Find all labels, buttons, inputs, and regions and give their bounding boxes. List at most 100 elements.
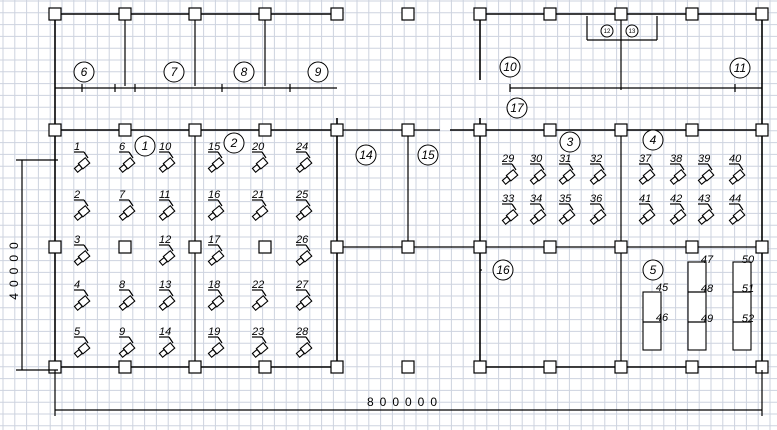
room-circle xyxy=(233,61,255,83)
structural-columns xyxy=(48,7,769,374)
seat-leader xyxy=(679,203,685,211)
column xyxy=(755,123,769,137)
room-label-3: 3 xyxy=(559,131,581,153)
room-circle xyxy=(506,97,528,119)
seat-back xyxy=(251,163,262,174)
seat: 22 xyxy=(251,279,269,312)
seat-number: 7 xyxy=(119,189,126,201)
seat-leader xyxy=(168,289,174,297)
seat-back xyxy=(638,175,649,186)
room-label-11: 11 xyxy=(729,57,751,79)
seat-back xyxy=(501,175,512,186)
seat-number: 2 xyxy=(73,189,80,201)
column xyxy=(401,240,415,254)
column xyxy=(48,123,62,137)
bench-seat-number: 47 xyxy=(701,254,714,266)
column xyxy=(543,123,557,137)
seat-leader xyxy=(679,163,685,171)
room-circle xyxy=(625,24,639,38)
room-circle xyxy=(163,61,185,83)
seat-number: 27 xyxy=(295,279,309,291)
room-circle xyxy=(417,144,439,166)
room-number: 4 xyxy=(650,133,657,147)
room-number: 11 xyxy=(734,61,746,75)
seat-number: 5 xyxy=(74,326,81,338)
height-dimension-label: 40000 xyxy=(7,236,21,299)
bench-47-49 xyxy=(687,261,707,351)
seat-back xyxy=(73,211,84,222)
seat-leader xyxy=(128,199,134,207)
seat-back xyxy=(73,348,84,359)
seat-leader xyxy=(83,289,89,297)
column xyxy=(48,7,62,21)
seat-back xyxy=(529,215,540,226)
seat-back xyxy=(207,211,218,222)
seat-number: 4 xyxy=(74,279,80,291)
room-circle xyxy=(642,129,664,151)
seat-number: 44 xyxy=(729,193,741,205)
seat: 36 xyxy=(589,193,607,226)
column xyxy=(330,7,344,21)
seat-back xyxy=(158,256,169,267)
seat-number: 12 xyxy=(159,234,171,246)
seat: 43 xyxy=(697,193,715,226)
dimension-width: 800000 xyxy=(54,370,763,416)
seat-back xyxy=(669,215,680,226)
seat-leader xyxy=(261,199,267,207)
seat-number: 1 xyxy=(74,141,80,153)
bench-50-52 xyxy=(732,261,752,351)
column xyxy=(685,360,699,374)
bench-seat-number: 45 xyxy=(656,282,669,294)
seat-back xyxy=(529,175,540,186)
room-number: 16 xyxy=(496,263,510,277)
room-label-16: 16 xyxy=(492,259,514,281)
bench-seat-number: 51 xyxy=(742,283,754,295)
column xyxy=(473,7,487,21)
seat-number: 36 xyxy=(590,193,603,205)
room-number: 17 xyxy=(510,101,525,115)
seat: 8 xyxy=(118,279,136,312)
room-number: 10 xyxy=(503,60,517,74)
seat: 35 xyxy=(558,193,576,226)
seat: 28 xyxy=(295,326,313,359)
room-label-9: 9 xyxy=(307,61,329,83)
seat: 27 xyxy=(295,279,313,312)
room-circle xyxy=(559,131,581,153)
column xyxy=(330,360,344,374)
seat-leader xyxy=(707,203,713,211)
seat: 29 xyxy=(501,153,519,186)
seat: 34 xyxy=(529,193,547,226)
seat-leader xyxy=(168,151,174,159)
room-label-8: 8 xyxy=(233,61,255,83)
seat-leader xyxy=(168,244,174,252)
column xyxy=(614,360,628,374)
seat-leader xyxy=(599,203,605,211)
seat-number: 39 xyxy=(698,153,710,165)
width-dimension-label: 800000 xyxy=(367,395,443,409)
bench-seat-number: 50 xyxy=(742,254,755,266)
room-circle xyxy=(134,135,156,157)
seat-number: 10 xyxy=(159,141,172,153)
seat: 31 xyxy=(558,153,576,186)
seat-number: 23 xyxy=(251,326,265,338)
seat-number: 20 xyxy=(251,141,265,153)
seat-leader xyxy=(568,163,574,171)
room-number: 7 xyxy=(171,65,179,79)
column xyxy=(188,7,202,21)
seat-number: 35 xyxy=(559,193,572,205)
seat-back xyxy=(589,215,600,226)
seat-number: 21 xyxy=(251,189,264,201)
seat-leader xyxy=(648,203,654,211)
seat: 37 xyxy=(638,153,656,186)
seat: 15 xyxy=(207,141,225,174)
seat: 40 xyxy=(728,153,746,186)
seat-number: 29 xyxy=(501,153,514,165)
column xyxy=(258,123,272,137)
seat-back xyxy=(295,301,306,312)
seat-back xyxy=(118,301,129,312)
seat-back xyxy=(728,175,739,186)
room-circle xyxy=(729,57,751,79)
seats: 1234567891011121314151617181920212223242… xyxy=(73,141,755,359)
seat-leader xyxy=(128,151,134,159)
